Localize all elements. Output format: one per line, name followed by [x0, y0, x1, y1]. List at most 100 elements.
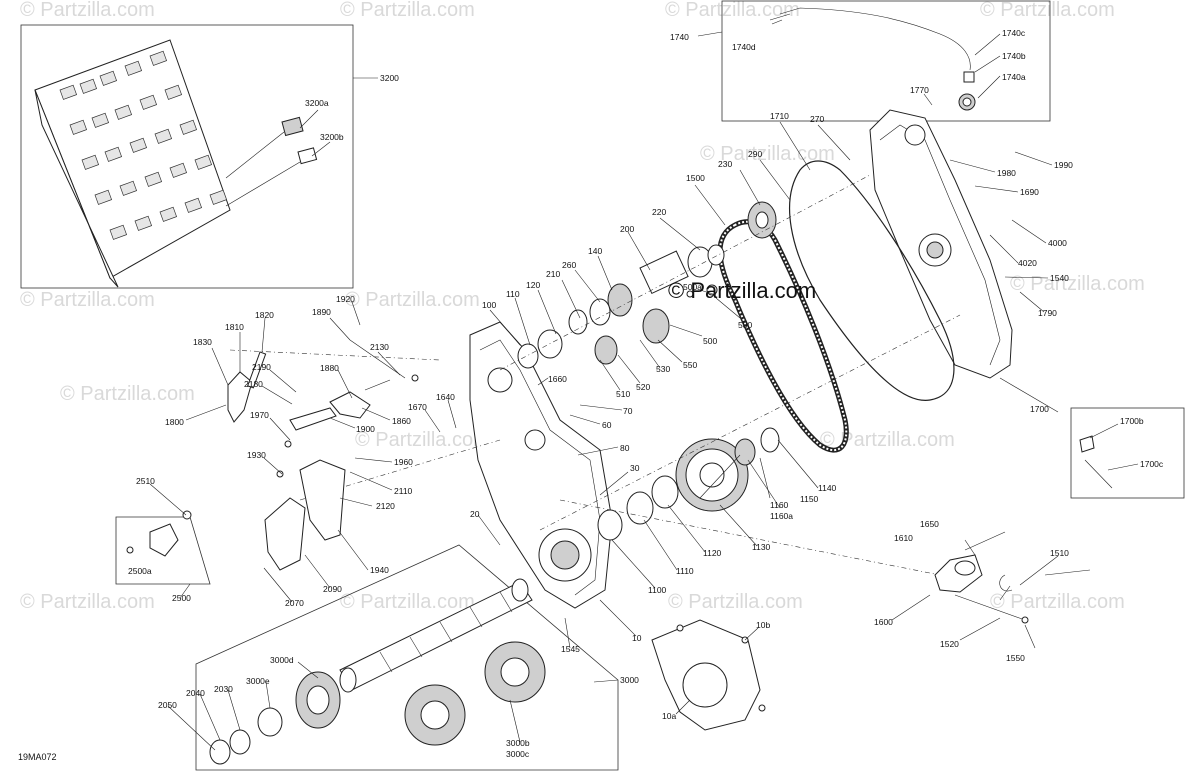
callout-label: 10a	[662, 711, 676, 721]
callout-label: 1860	[392, 416, 411, 426]
callout-label: 1710	[770, 111, 789, 121]
cover-gasket	[789, 160, 955, 401]
callout-label: 520	[636, 382, 650, 392]
callout-label: 1540	[1050, 273, 1069, 283]
callout-label: 500a	[683, 282, 702, 292]
watermark: © Partzilla.com	[20, 591, 155, 613]
slide-pad-panel	[34, 39, 318, 288]
callout-label: 3000b	[506, 738, 530, 748]
callout-label: 1700	[1030, 404, 1049, 414]
callout-label: 1790	[1038, 308, 1057, 318]
bracket-part	[126, 510, 192, 557]
callout-label: 1160a	[770, 511, 793, 521]
callout-label: 1770	[910, 85, 929, 95]
callout-label: 140	[588, 246, 602, 256]
callout-label: 2090	[323, 584, 342, 594]
callout-label: 1700c	[1140, 459, 1164, 469]
callout-label: 1740a	[1002, 72, 1026, 82]
callout-label: 80	[620, 443, 630, 453]
callout-label: 1140	[818, 483, 837, 493]
callout-label: 1920	[336, 294, 355, 304]
callout-label: 1740d	[732, 42, 756, 52]
watermark: © Partzilla.com	[60, 383, 195, 405]
watermark: © Partzilla.com	[345, 289, 480, 311]
callout-label: 1690	[1020, 187, 1039, 197]
callout-label: 1640	[436, 392, 455, 402]
callout-label: 60	[602, 420, 612, 430]
callout-label: 2130	[370, 342, 389, 352]
callout-label: 3000e	[246, 676, 270, 686]
watermark: © Partzilla.com	[20, 289, 155, 311]
watermark: © Partzilla.com	[340, 0, 475, 21]
callout-label: 1960	[394, 457, 413, 467]
bracket-inset-box	[115, 516, 211, 585]
leader-lines	[149, 31, 1139, 751]
callout-label: 110	[506, 289, 520, 299]
callout-label: 10	[632, 633, 642, 643]
watermark: © Partzilla.com	[990, 591, 1125, 613]
callout-label: 1820	[255, 310, 274, 320]
callout-label: 1545	[561, 644, 580, 654]
callout-label: 3200b	[320, 132, 344, 142]
callout-label: 1130	[752, 542, 771, 552]
callout-label: 1940	[370, 565, 389, 575]
gearcase-cover-right	[869, 109, 1013, 379]
callout-label: 230	[718, 159, 732, 169]
callout-label: 1610	[894, 533, 913, 543]
cable-assembly	[769, 7, 976, 111]
callout-label: 1110	[676, 566, 694, 576]
callout-label: 3000	[620, 675, 639, 685]
callout-label: 3000d	[270, 655, 294, 665]
lower-sprocket-stack	[597, 427, 780, 541]
callout-label: 1970	[250, 410, 269, 420]
callout-label: 530	[656, 364, 670, 374]
callout-label: 580	[738, 320, 752, 330]
callout-label: 2110	[394, 486, 413, 496]
watermark: © Partzilla.com	[355, 429, 490, 451]
callout-label: 2050	[158, 700, 177, 710]
callout-label: 2190	[252, 362, 271, 372]
callout-label: 220	[652, 207, 666, 217]
callout-label: 1700b	[1120, 416, 1144, 426]
callout-label: 2180	[244, 379, 263, 389]
diagram-code: 19MA072	[18, 752, 57, 762]
callout-label: 2030	[214, 684, 233, 694]
callout-label: 1600	[874, 617, 893, 627]
callout-label: 1810	[225, 322, 244, 332]
callout-label: 1740c	[1002, 28, 1026, 38]
callout-label: 30	[630, 463, 640, 473]
callout-label: 4020	[1018, 258, 1037, 268]
gearcase-cover-left	[469, 321, 613, 609]
callout-label: 2070	[285, 598, 304, 608]
callout-label: 1650	[920, 519, 939, 529]
callout-label: 1740	[670, 32, 689, 42]
callout-label: 260	[562, 260, 576, 270]
clip-inset-box	[1070, 407, 1185, 499]
shift-lever-assembly	[934, 554, 1029, 624]
watermark: © Partzilla.com	[20, 0, 155, 21]
clip-parts	[1079, 435, 1113, 489]
callout-label: 210	[546, 269, 560, 279]
callout-label: 2120	[376, 501, 395, 511]
callout-label: 510	[616, 389, 630, 399]
callout-label: 2510	[136, 476, 155, 486]
watermark: © Partzilla.com	[1010, 273, 1145, 295]
callout-label: 100	[482, 300, 496, 310]
callout-label: 1510	[1050, 548, 1069, 558]
pad-inset-box	[20, 24, 354, 289]
callout-label: 290	[748, 149, 762, 159]
callout-label: 3000c	[506, 749, 530, 759]
watermark: © Partzilla.com	[665, 0, 800, 21]
callout-label: 1160	[770, 500, 789, 510]
callout-label: 1660	[548, 374, 567, 384]
callout-label: 1500	[686, 173, 705, 183]
watermark: © Partzilla.com	[668, 591, 803, 613]
callout-label: 3200	[380, 73, 399, 83]
callout-label: 1520	[940, 639, 959, 649]
watermark: © Partzilla.com	[700, 143, 835, 165]
callout-label: 1800	[165, 417, 184, 427]
callout-label: 1670	[408, 402, 427, 412]
callout-label: 1100	[648, 585, 667, 595]
callout-label: 1890	[312, 307, 331, 317]
